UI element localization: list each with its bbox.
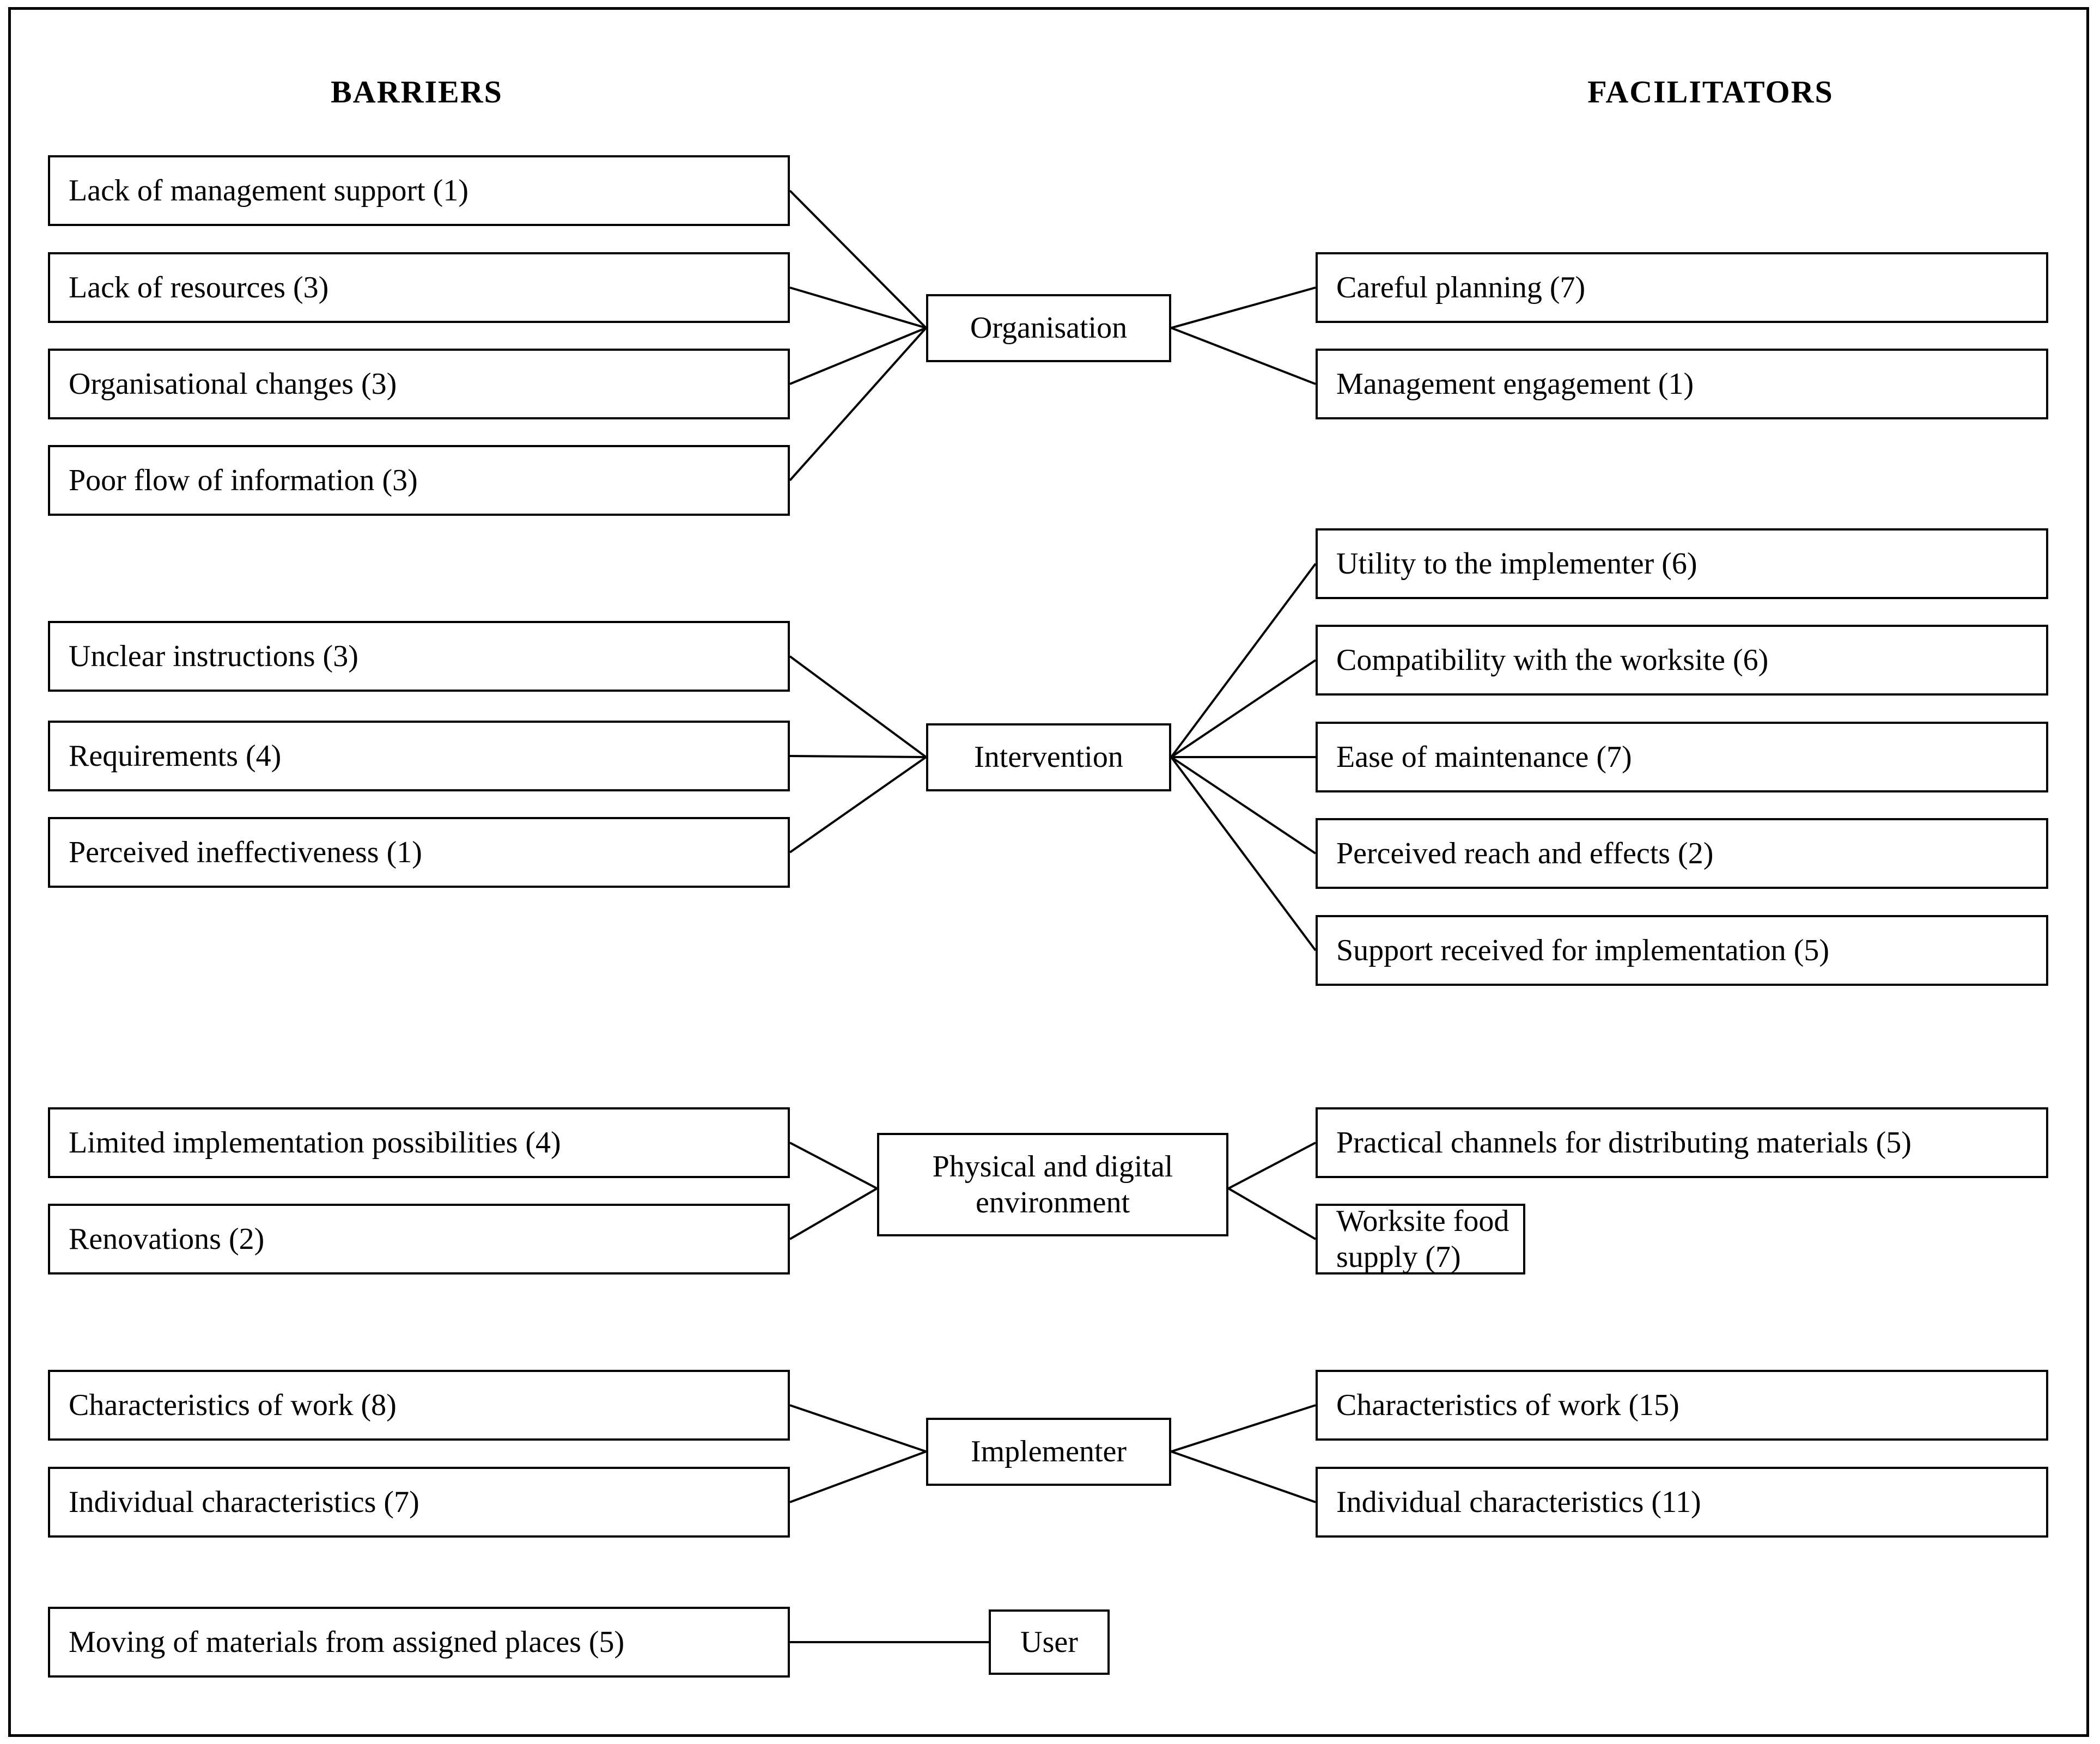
barrier-box-org-3[interactable]: Organisational changes (3) — [48, 349, 790, 419]
facilitator-box-phy-1[interactable]: Practical channels for distributing mate… — [1316, 1107, 2048, 1178]
facilitator-box-org-1[interactable]: Careful planning (7) — [1316, 252, 2048, 323]
facilitator-box-org-2[interactable]: Management engagement (1) — [1316, 349, 2048, 419]
barrier-label: Limited implementation possibilities (4) — [69, 1125, 561, 1160]
barrier-label: Perceived ineffectiveness (1) — [69, 835, 422, 869]
facilitator-label: Utility to the implementer (6) — [1336, 546, 1697, 581]
column-header-facilitators: FACILITATORS — [1587, 74, 1834, 109]
barrier-label: Poor flow of information (3) — [69, 463, 418, 497]
hub-node-implementer[interactable]: Implementer — [926, 1418, 1171, 1486]
facilitator-box-imp-2[interactable]: Individual characteristics (11) — [1316, 1467, 2048, 1538]
barrier-label: Characteristics of work (8) — [69, 1388, 397, 1422]
facilitator-label: Careful planning (7) — [1336, 270, 1586, 304]
barrier-box-imp-1[interactable]: Characteristics of work (8) — [48, 1370, 790, 1441]
barrier-label: Renovations (2) — [69, 1222, 265, 1256]
facilitator-label: Support received for implementation (5) — [1336, 933, 1830, 967]
barrier-box-phy-2[interactable]: Renovations (2) — [48, 1204, 790, 1275]
facilitator-label: Practical channels for distributing mate… — [1336, 1125, 1912, 1160]
barrier-box-imp-2[interactable]: Individual characteristics (7) — [48, 1467, 790, 1538]
facilitator-label: Worksite food supply (7) — [1336, 1204, 1509, 1274]
hub-label: Physical and digital environment — [932, 1149, 1173, 1219]
barrier-label: Organisational changes (3) — [69, 367, 397, 401]
barrier-box-int-1[interactable]: Unclear instructions (3) — [48, 621, 790, 692]
hub-label: Intervention — [974, 740, 1123, 775]
facilitator-box-phy-2[interactable]: Worksite food supply (7) — [1316, 1204, 1525, 1275]
facilitator-box-int-1[interactable]: Utility to the implementer (6) — [1316, 528, 2048, 599]
hub-node-user[interactable]: User — [989, 1609, 1110, 1675]
hub-node-organisation[interactable]: Organisation — [926, 294, 1171, 362]
facilitator-label: Characteristics of work (15) — [1336, 1388, 1679, 1422]
barrier-label: Individual characteristics (7) — [69, 1485, 419, 1519]
barrier-label: Lack of resources (3) — [69, 270, 329, 304]
column-header-barriers: BARRIERS — [331, 74, 503, 109]
barrier-box-user-1[interactable]: Moving of materials from assigned places… — [48, 1607, 790, 1678]
facilitator-label: Management engagement (1) — [1336, 367, 1694, 401]
facilitator-box-int-4[interactable]: Perceived reach and effects (2) — [1316, 818, 2048, 889]
facilitator-box-int-5[interactable]: Support received for implementation (5) — [1316, 915, 2048, 986]
barrier-label: Unclear instructions (3) — [69, 639, 358, 673]
facilitator-label: Perceived reach and effects (2) — [1336, 836, 1714, 870]
hub-label: Organisation — [970, 311, 1128, 345]
barrier-box-org-1[interactable]: Lack of management support (1) — [48, 155, 790, 226]
hub-node-physical-and-digital-environment[interactable]: Physical and digital environment — [877, 1133, 1228, 1236]
hub-node-intervention[interactable]: Intervention — [926, 723, 1171, 791]
barrier-label: Moving of materials from assigned places… — [69, 1625, 625, 1659]
facilitator-box-imp-1[interactable]: Characteristics of work (15) — [1316, 1370, 2048, 1441]
facilitator-box-int-2[interactable]: Compatibility with the worksite (6) — [1316, 625, 2048, 696]
facilitator-box-int-3[interactable]: Ease of maintenance (7) — [1316, 722, 2048, 792]
facilitator-label: Individual characteristics (11) — [1336, 1485, 1701, 1519]
barrier-box-int-2[interactable]: Requirements (4) — [48, 721, 790, 791]
barrier-box-org-2[interactable]: Lack of resources (3) — [48, 252, 790, 323]
barrier-label: Lack of management support (1) — [69, 173, 468, 208]
barrier-box-int-3[interactable]: Perceived ineffectiveness (1) — [48, 817, 790, 888]
facilitator-label: Ease of maintenance (7) — [1336, 740, 1632, 774]
barrier-box-phy-1[interactable]: Limited implementation possibilities (4) — [48, 1107, 790, 1178]
hub-label: User — [1020, 1625, 1078, 1659]
hub-label: Implementer — [970, 1435, 1127, 1469]
facilitator-label: Compatibility with the worksite (6) — [1336, 643, 1769, 677]
barrier-box-org-4[interactable]: Poor flow of information (3) — [48, 445, 790, 516]
barrier-label: Requirements (4) — [69, 739, 282, 773]
